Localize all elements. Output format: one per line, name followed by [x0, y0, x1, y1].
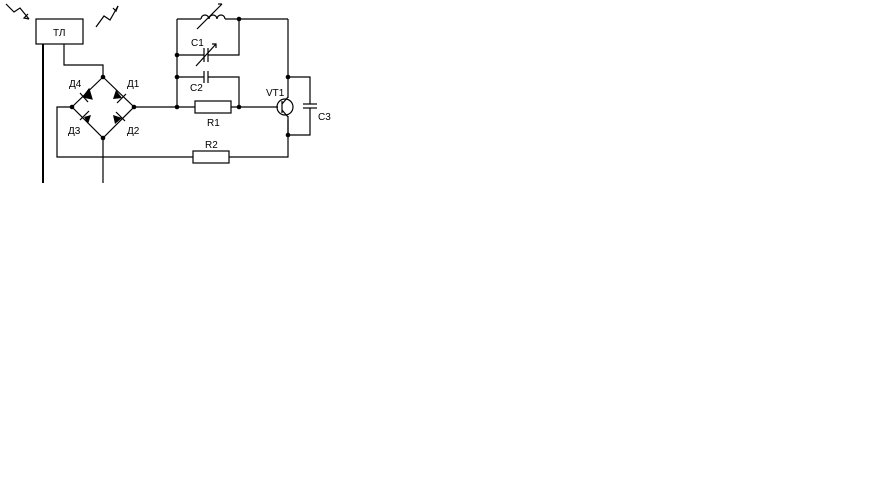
inductor-coil	[177, 3, 288, 30]
diode-bridge: Д4 Д1 Д3 Д2	[68, 74, 140, 141]
diode-d3	[79, 110, 91, 124]
right-antenna-arrow	[95, 5, 119, 28]
transistor-vt1: VT1	[266, 88, 294, 135]
r2-label: R2	[205, 140, 218, 151]
capacitor-c3: C3	[288, 76, 331, 136]
left-antenna-arrow	[5, 3, 30, 20]
r1-label: R1	[207, 118, 220, 129]
diode-d2	[113, 111, 126, 124]
r2-left-wire	[56, 106, 193, 158]
d1-label: Д1	[127, 79, 140, 90]
diode-d1	[113, 90, 127, 104]
tl-block: ТЛ	[35, 18, 84, 45]
diode-d4	[79, 87, 93, 103]
c2-label: C2	[190, 83, 203, 94]
capacitor-c1: C1	[177, 19, 240, 67]
vt1-label: VT1	[266, 88, 285, 99]
capacitor-c2: C2	[177, 71, 240, 107]
r2-right-wire	[229, 120, 289, 158]
d2-label: Д2	[127, 126, 140, 137]
c3-label: C3	[318, 112, 331, 123]
tl-label: ТЛ	[53, 28, 65, 39]
d3-label: Д3	[68, 126, 81, 137]
resistor-r1: R1	[194, 100, 232, 129]
tl-to-bridge-wire	[63, 44, 104, 77]
c1-label: C1	[191, 38, 204, 49]
d4-label: Д4	[69, 79, 82, 90]
resistor-r2: R2	[192, 140, 230, 164]
